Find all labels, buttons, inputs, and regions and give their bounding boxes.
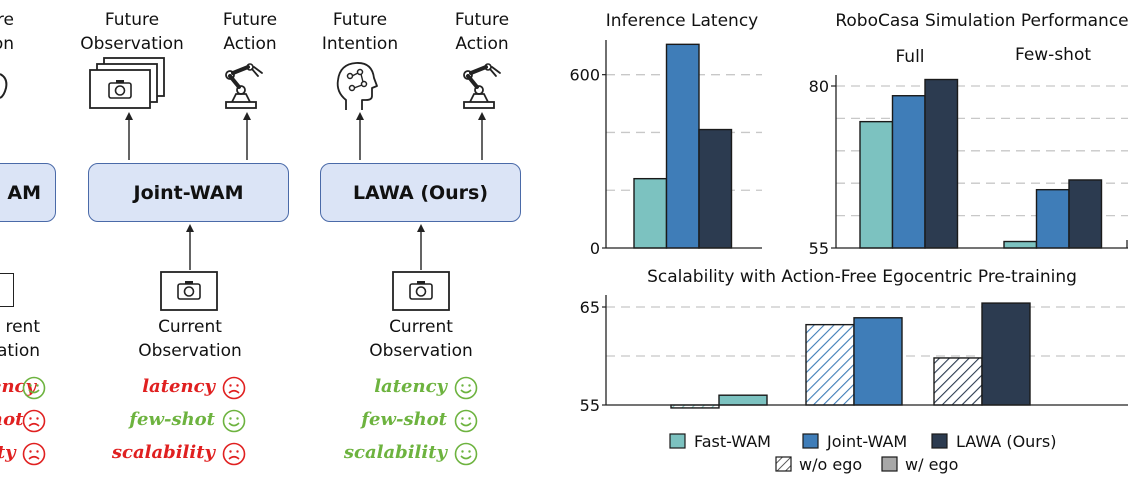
joint-wam-box: Joint-WAM: [88, 163, 289, 222]
bar-robocasa-few-shot-1: [1035, 188, 1070, 249]
group-label: Full: [895, 47, 924, 67]
col2-prop-scalability: scalability: [343, 442, 447, 463]
group-label: Few-shot: [1015, 45, 1091, 65]
chart-title: RoboCasa Simulation Performance: [835, 11, 1128, 31]
col0-model-box: AM: [0, 163, 56, 222]
col2-output1-label: Future Intention: [321, 10, 399, 54]
bar-robocasa-full-2: [924, 78, 959, 249]
legend-label: w/o ego: [799, 455, 862, 474]
legend-swatch: [775, 456, 792, 472]
frown-face-icon: [222, 442, 246, 466]
camera-icon: [160, 271, 218, 311]
col2-output2-label: Future Action: [454, 10, 510, 54]
bar-scalability-w-ego-2: [981, 302, 1031, 406]
bar-scalability-w-ego-1: [853, 317, 903, 406]
y-tick-label: 55: [809, 239, 829, 258]
bar-robocasa-few-shot-0: [1003, 240, 1038, 249]
bar-latency-joint-wam: [665, 43, 700, 249]
camera-icon-partial: [0, 273, 14, 307]
col1-output2-label: Future Action: [222, 10, 278, 54]
bar-latency-fast-wam: [633, 177, 668, 249]
legend-label: w/ ego: [905, 455, 958, 474]
output-arrows: [356, 112, 486, 160]
col0-output-label: re on: [0, 10, 14, 54]
smile-face-icon: [454, 442, 478, 466]
legend-swatch: [931, 433, 948, 449]
y-tick-label: 600: [569, 66, 600, 85]
col1-prop-scalability: scalability: [111, 442, 215, 463]
col2-prop-latency: latency: [374, 376, 447, 397]
legend-label: Fast-WAM: [694, 432, 771, 451]
legend-swatch: [669, 433, 686, 449]
frown-face-icon: [22, 409, 46, 433]
smile-face-icon: [454, 409, 478, 433]
robot-arm-icon: [225, 63, 263, 109]
col0-prop-fewshot: hot: [0, 409, 24, 430]
bar-scalability-wo-ego-1: [805, 323, 855, 406]
col0-prop-scalability: ity: [0, 442, 16, 463]
camera-icon: [392, 271, 450, 311]
bar-robocasa-few-shot-2: [1068, 179, 1103, 249]
robot-arm-icon: [463, 63, 501, 109]
bar-latency-lawa-ours-: [698, 128, 733, 249]
output-arrows: [125, 112, 251, 160]
smile-face-icon: [454, 376, 478, 400]
chart-title: Inference Latency: [606, 11, 759, 31]
head-brain-icon: [336, 62, 378, 110]
legend-label: Joint-WAM: [826, 432, 907, 451]
frown-face-icon: [22, 442, 46, 466]
frown-face-icon: [222, 376, 246, 400]
bar-robocasa-full-0: [859, 120, 894, 249]
y-tick-label: 0: [590, 239, 600, 258]
legend-swatch: [881, 456, 898, 472]
col1-output1-label: Future Observation: [80, 10, 184, 54]
col0-input-label: rent vation: [0, 317, 40, 361]
col1-input-label: Current Observation: [138, 317, 242, 361]
col2-input-label: Current Observation: [369, 317, 473, 361]
bar-scalability-w-ego-0: [718, 394, 768, 406]
input-arrow: [186, 224, 194, 270]
col1-prop-latency: latency: [142, 376, 215, 397]
col2-prop-fewshot: few-shot: [361, 409, 447, 430]
smile-face-icon: [222, 409, 246, 433]
bar-robocasa-full-1: [891, 95, 926, 249]
smile-face-icon: [22, 376, 46, 400]
y-tick-label: 80: [809, 77, 829, 96]
lawa-box: LAWA (Ours): [320, 163, 521, 222]
input-arrow: [417, 224, 425, 270]
legend-swatch: [802, 433, 819, 449]
y-tick-label: 55: [580, 396, 600, 415]
legend-label: LAWA (Ours): [956, 432, 1056, 451]
future-frames-icon: [89, 57, 165, 109]
y-tick-label: 65: [580, 298, 600, 317]
robot-arm-icon-partial: [0, 73, 8, 99]
bar-scalability-wo-ego-2: [933, 357, 983, 406]
chart-title: Scalability with Action-Free Egocentric …: [647, 267, 1077, 287]
col1-prop-fewshot: few-shot: [129, 409, 215, 430]
